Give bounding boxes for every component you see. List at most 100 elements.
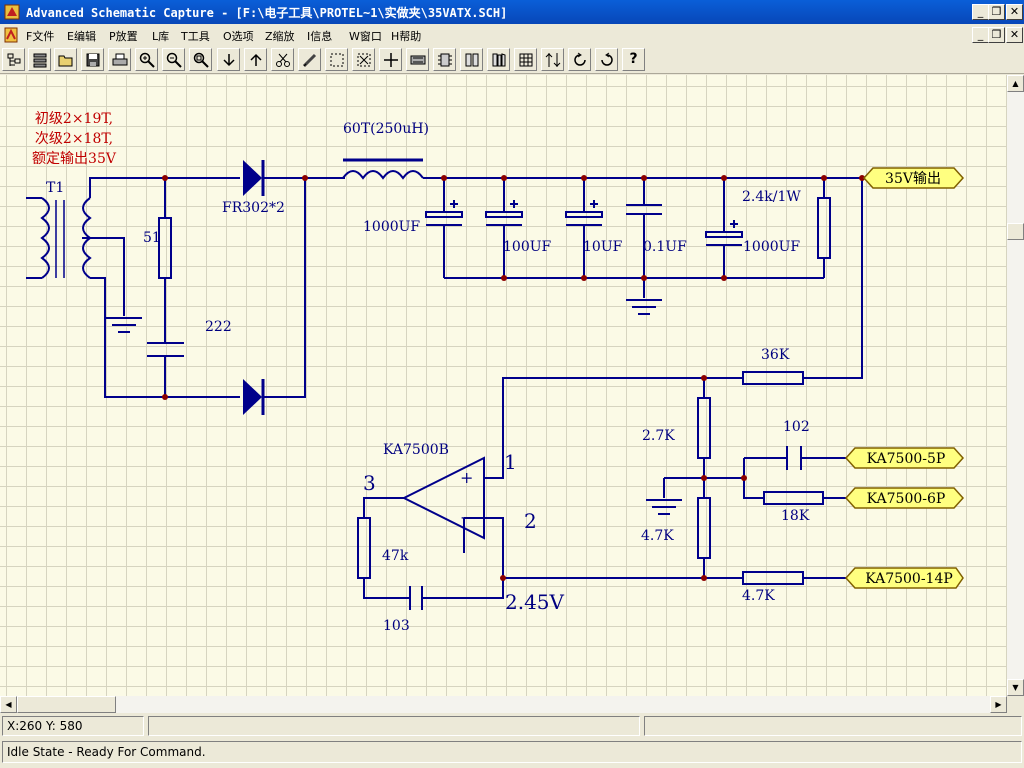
zoom-fit-button[interactable] [189, 48, 212, 71]
menu-info[interactable]: I信息 [307, 30, 333, 43]
project-tree-button[interactable] [2, 48, 25, 71]
library-browse-button[interactable] [487, 48, 510, 71]
winding-note: 初级2×19T, 次级2×18T, 额定输出35V [32, 110, 117, 167]
port-ka7500-14p[interactable]: KA7500-14P [844, 567, 964, 589]
menu-tools[interactable]: T工具 [181, 30, 210, 43]
bus-icon [410, 55, 426, 65]
deselect-icon [357, 53, 371, 67]
label-pin1: 1 [504, 450, 517, 474]
label-r27k: 2.7K [642, 428, 675, 444]
menu-place[interactable]: P放置 [109, 30, 138, 43]
vertical-scrollbar[interactable]: ▲ ▼ [1007, 75, 1024, 696]
library-button[interactable] [28, 48, 51, 71]
flip-button[interactable] [595, 48, 618, 71]
zoom-out-button[interactable] [162, 48, 185, 71]
status-panel-empty [148, 716, 640, 736]
cut-button[interactable] [271, 48, 294, 71]
resistor-4-7k-a [697, 497, 711, 559]
ground-symbol [646, 499, 682, 515]
save-button[interactable] [81, 48, 104, 71]
print-button[interactable] [108, 48, 131, 71]
grid-icon [519, 53, 533, 67]
opamp-body [401, 456, 485, 540]
menu-file[interactable]: F文件 [26, 30, 55, 43]
close-button[interactable]: ✕ [1006, 4, 1023, 20]
status-bar: X:260 Y: 580 Idle State - Ready For Comm… [0, 713, 1024, 768]
diode-top [243, 160, 265, 196]
label-inductor: 60T(250uH) [343, 121, 429, 137]
zoom-out-icon [166, 52, 182, 68]
resistor-47k [357, 517, 371, 579]
menu-library[interactable]: L库 [152, 30, 170, 43]
label-pin2: 2 [524, 509, 537, 533]
move-down-button[interactable] [217, 48, 240, 71]
wires [26, 170, 863, 599]
label-pin3: 3 [363, 471, 376, 495]
minimize-button[interactable]: _ [972, 4, 989, 20]
capacitor-10uf [565, 200, 603, 226]
menu-help[interactable]: H帮助 [391, 30, 422, 43]
status-message: Idle State - Ready For Command. [2, 741, 1022, 763]
doc-minimize-button[interactable]: _ [972, 27, 989, 43]
label-c103: 103 [383, 618, 410, 634]
capacitor-1000uf-a [425, 200, 463, 226]
help-button[interactable]: ? [622, 48, 645, 71]
select-box-button[interactable] [325, 48, 348, 71]
capacitor-100uf [485, 200, 523, 226]
bus-button[interactable] [406, 48, 429, 71]
cross-button[interactable] [379, 48, 402, 71]
library-edit-button[interactable] [460, 48, 483, 71]
deselect-button[interactable] [352, 48, 375, 71]
zoom-in-button[interactable] [135, 48, 158, 71]
scroll-right-button[interactable]: ▶ [990, 696, 1007, 713]
label-c01: 0.1UF [643, 239, 687, 255]
vertical-scroll-thumb[interactable] [1007, 223, 1024, 240]
main-toolbar: ? [0, 46, 1024, 74]
scrollbar-corner [1007, 696, 1024, 713]
port-ka7500-6p[interactable]: KA7500-6P [844, 487, 965, 509]
doc-restore-button[interactable]: ❐ [988, 27, 1005, 43]
label-r51: 51 [143, 230, 161, 246]
menu-zoom[interactable]: Z缩放 [265, 30, 295, 43]
book-icon [465, 53, 479, 67]
port-ka7500-5p[interactable]: KA7500-5P [844, 447, 965, 469]
document-icon[interactable] [3, 27, 19, 43]
note-line: 次级2×18T, [35, 131, 113, 147]
label-ic: KA7500B [383, 442, 449, 458]
scroll-up-button[interactable]: ▲ [1007, 75, 1024, 92]
scroll-down-button[interactable]: ▼ [1007, 679, 1024, 696]
scroll-left-button[interactable]: ◀ [0, 696, 17, 713]
diode-bottom [243, 379, 265, 415]
part-button[interactable] [433, 48, 456, 71]
horizontal-scroll-thumb[interactable] [17, 696, 116, 713]
stack-icon [33, 53, 47, 68]
rotate-button[interactable] [568, 48, 591, 71]
schematic-canvas[interactable]: 35V输出 KA7500-5P KA7500-6P KA7500-14P 初级2… [0, 75, 1007, 696]
horizontal-scrollbar[interactable]: ◀ ▶ [0, 696, 1007, 713]
printer-icon [112, 53, 128, 66]
port-label: KA7500-14P [865, 571, 953, 587]
port-label: KA7500-6P [867, 491, 946, 507]
port-35v-out[interactable]: 35V输出 [862, 167, 965, 189]
open-button[interactable] [54, 48, 77, 71]
label-r47kb: 4.7K [742, 588, 775, 604]
align-icon [545, 53, 561, 67]
label-c100: 100UF [503, 239, 552, 255]
menu-edit[interactable]: E编辑 [67, 30, 96, 43]
restore-button[interactable]: ❐ [988, 4, 1005, 20]
grid-button[interactable] [514, 48, 537, 71]
resistor-2-7k [697, 397, 711, 459]
doc-close-button[interactable]: ✕ [1006, 27, 1023, 43]
resistor-18k [763, 491, 824, 505]
menu-window[interactable]: W窗口 [349, 30, 382, 43]
wire-button[interactable] [298, 48, 321, 71]
align-button[interactable] [541, 48, 564, 71]
opamp-plus: + [460, 468, 473, 487]
resistor-4-7k-b [742, 571, 804, 585]
label-c222: 222 [205, 319, 232, 335]
move-up-button[interactable] [244, 48, 267, 71]
label-r47ka: 4.7K [641, 528, 674, 544]
label-t1: T1 [46, 180, 64, 196]
menu-options[interactable]: O选项 [223, 30, 254, 43]
capacitor-102 [786, 446, 802, 470]
